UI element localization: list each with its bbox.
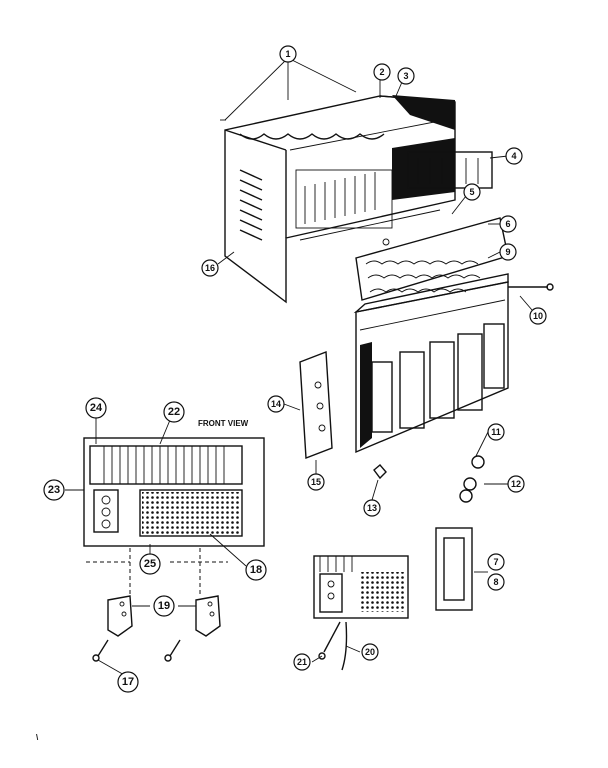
svg-text:22: 22 bbox=[168, 406, 180, 418]
svg-text:15: 15 bbox=[311, 477, 321, 487]
control-switch-assembly bbox=[407, 151, 493, 189]
svg-text:5: 5 bbox=[469, 187, 474, 197]
front-view-label: FRONT VIEW bbox=[198, 419, 249, 428]
svg-text:18: 18 bbox=[250, 564, 262, 576]
callout-23: 23 bbox=[43, 479, 65, 501]
callout-4: 4 bbox=[505, 147, 523, 165]
callout-20: 20 bbox=[361, 643, 379, 661]
callout-16: 16 bbox=[201, 259, 219, 277]
screw bbox=[382, 238, 390, 246]
callout-3: 3 bbox=[397, 67, 415, 85]
svg-text:12: 12 bbox=[511, 479, 521, 489]
svg-text:24: 24 bbox=[90, 402, 103, 414]
svg-text:4: 4 bbox=[511, 151, 516, 161]
callout-14: 14 bbox=[267, 395, 285, 413]
callout-9: 9 bbox=[499, 243, 517, 261]
callout-2: 2 bbox=[373, 63, 391, 81]
svg-text:25: 25 bbox=[144, 558, 156, 570]
callout-13: 13 bbox=[363, 499, 381, 517]
decorative-door-panel bbox=[435, 527, 473, 611]
callout-11: 11 bbox=[487, 423, 505, 441]
svg-text:10: 10 bbox=[533, 311, 543, 321]
svg-text:13: 13 bbox=[367, 503, 377, 513]
svg-text:6: 6 bbox=[505, 219, 510, 229]
svg-text:19: 19 bbox=[158, 600, 170, 612]
mounting-brackets bbox=[107, 595, 221, 637]
leader-lines bbox=[65, 57, 533, 677]
side-bracket bbox=[299, 351, 333, 459]
svg-text:1: 1 bbox=[285, 49, 290, 59]
air-filter bbox=[355, 217, 509, 301]
svg-text:7: 7 bbox=[493, 557, 498, 567]
svg-text:20: 20 bbox=[365, 647, 375, 657]
bracket-guides bbox=[86, 548, 228, 596]
svg-text:17: 17 bbox=[122, 676, 134, 688]
cabinet-louvers bbox=[239, 169, 263, 241]
corner-mark: \ bbox=[36, 733, 39, 742]
callout-5: 5 bbox=[463, 183, 481, 201]
callout-22: 22 bbox=[163, 401, 185, 423]
svg-text:8: 8 bbox=[493, 577, 498, 587]
mounting-bolts bbox=[92, 639, 181, 662]
callout-18: 18 bbox=[245, 559, 267, 581]
svg-text:14: 14 bbox=[271, 399, 281, 409]
callout-1: 1 bbox=[279, 45, 297, 63]
front-grille-panel bbox=[353, 273, 509, 454]
svg-text:21: 21 bbox=[297, 657, 307, 667]
cord-detail-view bbox=[313, 555, 409, 671]
svg-text:23: 23 bbox=[48, 484, 60, 496]
callout-25: 25 bbox=[139, 553, 161, 575]
clip bbox=[373, 464, 387, 480]
svg-text:9: 9 bbox=[505, 247, 510, 257]
front-view-unit bbox=[83, 437, 265, 547]
callout-12: 12 bbox=[507, 475, 525, 493]
callout-8: 8 bbox=[487, 573, 505, 591]
callout-19: 19 bbox=[153, 595, 175, 617]
callout-17: 17 bbox=[117, 671, 139, 693]
callout-15: 15 bbox=[307, 473, 325, 491]
callout-10: 10 bbox=[529, 307, 547, 325]
svg-text:2: 2 bbox=[379, 67, 384, 77]
svg-text:11: 11 bbox=[491, 427, 501, 437]
callout-7: 7 bbox=[487, 553, 505, 571]
control-knobs bbox=[459, 455, 485, 503]
svg-text:3: 3 bbox=[403, 71, 408, 81]
callout-6: 6 bbox=[499, 215, 517, 233]
callout-21: 21 bbox=[293, 653, 311, 671]
callout-24: 24 bbox=[85, 397, 107, 419]
cabinet bbox=[220, 95, 456, 304]
svg-text:16: 16 bbox=[205, 263, 215, 273]
